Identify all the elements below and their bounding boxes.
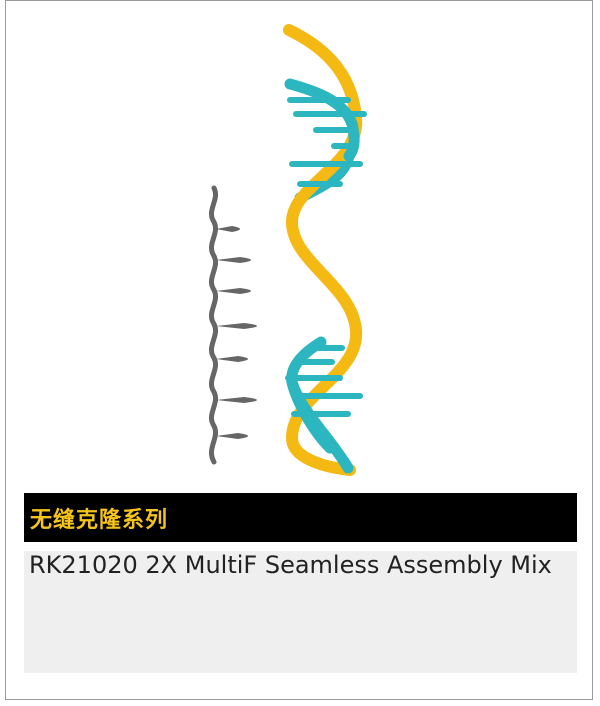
category-title: 无缝克隆系列 — [30, 507, 169, 533]
single-strand-dna-icon — [208, 185, 257, 465]
dna-illustration — [208, 24, 367, 476]
category-header: 无缝克隆系列 — [24, 493, 577, 542]
double-helix-dna-icon — [283, 24, 367, 476]
product-panel: RK21020 2X MultiF Seamless Assembly Mix — [24, 551, 577, 673]
product-name: RK21020 2X MultiF Seamless Assembly Mix — [29, 551, 552, 579]
